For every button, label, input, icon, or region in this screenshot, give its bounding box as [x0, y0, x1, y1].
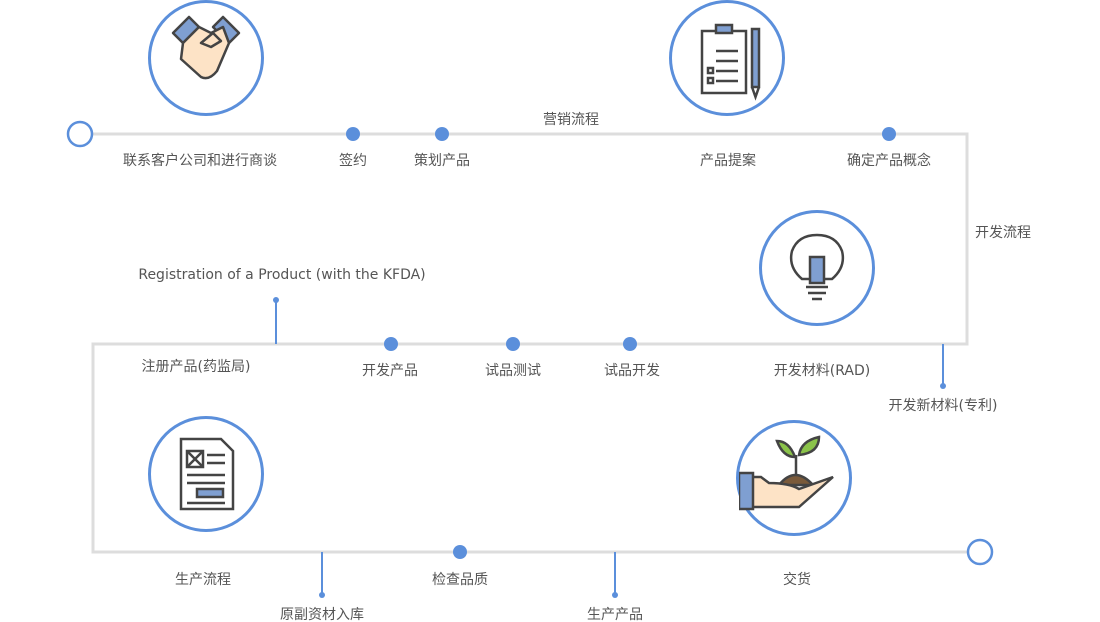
lightbulb-icon	[759, 210, 875, 326]
handshake-icon	[148, 0, 264, 116]
step-label-registration: 注册产品(药监局)	[141, 359, 251, 375]
step-label-sign: 签约	[339, 153, 367, 169]
step-dot-sign	[346, 127, 360, 141]
end-circle	[966, 538, 994, 566]
step-label-develop-product: 开发产品	[362, 363, 418, 379]
stage-label-production: 生产流程	[175, 572, 231, 588]
document-icon	[148, 416, 264, 532]
step-label-concept: 确定产品概念	[847, 153, 931, 169]
step-label-proposal: 产品提案	[700, 153, 756, 169]
step-label-quality: 检查品质	[432, 572, 488, 588]
stage-label-marketing: 营销流程	[543, 112, 599, 128]
step-label-trial-develop: 试品开发	[604, 363, 660, 379]
step-label-plan: 策划产品	[414, 153, 470, 169]
flow-line	[91, 132, 969, 554]
step-label-contact: 联系客户公司和进行商谈	[123, 153, 277, 169]
connector-dot	[940, 383, 946, 389]
step-label-develop-material: 开发材料(RAD)	[773, 363, 871, 379]
connector-dot	[273, 297, 279, 303]
step-dot-concept	[882, 127, 896, 141]
connector-dot	[319, 592, 325, 598]
stage-label-development: 开发流程	[975, 225, 1031, 241]
step-label-registration-en: Registration of a Product (with the KFDA…	[138, 267, 426, 283]
plant-hand-icon	[736, 420, 852, 536]
step-dot-plan	[435, 127, 449, 141]
step-label-deliver: 交货	[783, 572, 811, 588]
step-label-trial-test: 试品测试	[485, 363, 541, 379]
step-dot-quality	[453, 545, 467, 559]
step-label-new-material: 开发新材料(专利)	[888, 398, 998, 414]
step-label-produce: 生产产品	[587, 607, 643, 622]
step-dot-trial-test	[506, 337, 520, 351]
step-dot-trial-develop	[623, 337, 637, 351]
clipboard-icon	[669, 0, 785, 116]
step-dot-develop-product	[384, 337, 398, 351]
step-label-warehouse: 原副资材入库	[280, 607, 364, 622]
connector-dot	[612, 592, 618, 598]
start-circle	[66, 120, 94, 148]
